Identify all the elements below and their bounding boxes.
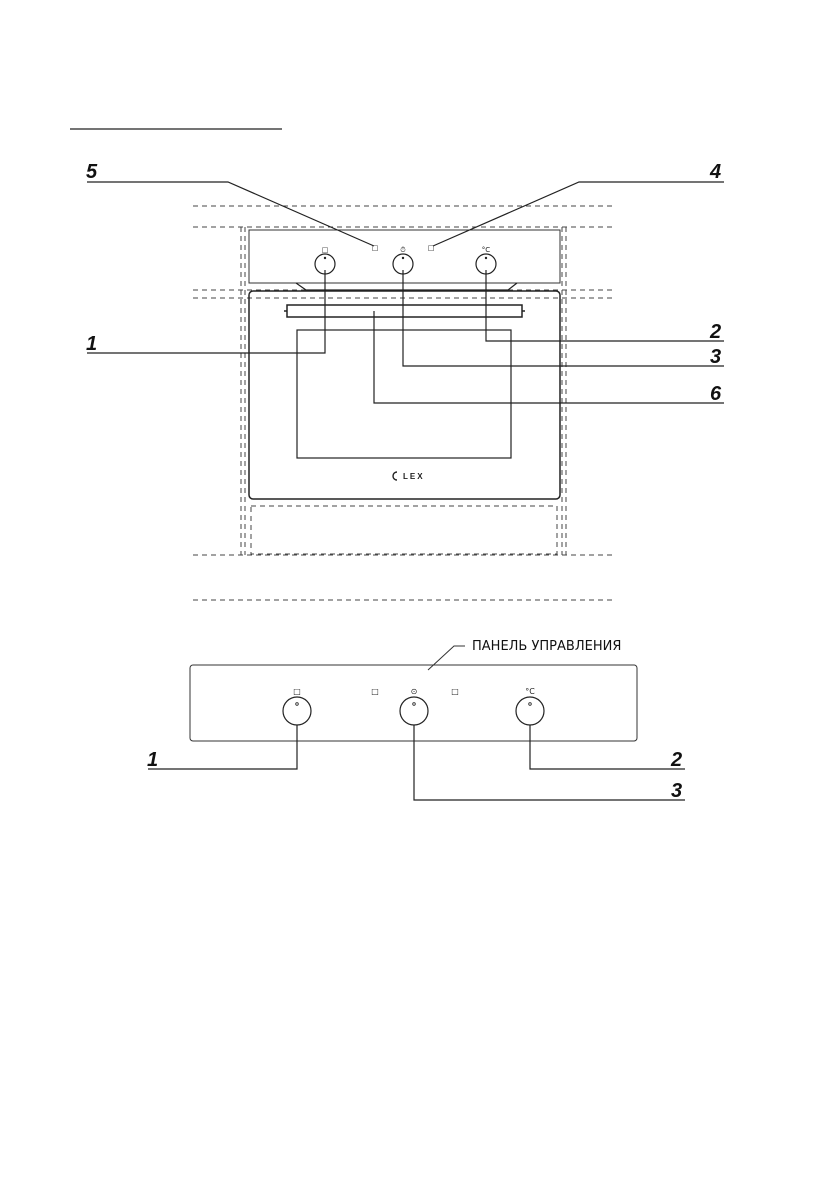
lower-knob-middle: ⊙ bbox=[399, 687, 429, 726]
callout-1: 1 bbox=[86, 333, 97, 355]
callout-5: 5 bbox=[86, 161, 98, 183]
lower-indicator-left: □ bbox=[371, 687, 379, 696]
lower-callout-1: 1 bbox=[147, 749, 158, 771]
upper-indicator-left: □ bbox=[372, 244, 379, 252]
upper-indicator-right: □ bbox=[428, 244, 435, 252]
lower-panel-diagram: ПАНЕЛЬ УПРАВЛЕНИЯ □ ⊙ °C □ □ 1 2 3 bbox=[147, 639, 685, 802]
upper-oven-diagram: □ ⏱ °C □ □ bbox=[86, 161, 724, 601]
callout-2: 2 bbox=[709, 321, 721, 343]
callout-3: 3 bbox=[710, 346, 721, 368]
upper-control-panel: □ ⏱ °C □ □ bbox=[248, 229, 561, 291]
lower-knob-left-symbol: □ bbox=[293, 687, 301, 696]
panel-label: ПАНЕЛЬ УПРАВЛЕНИЯ bbox=[472, 639, 621, 654]
door-window bbox=[296, 329, 512, 459]
brand-logo: LEX bbox=[392, 471, 425, 481]
lower-callout-3: 3 bbox=[671, 780, 682, 802]
upper-knob-left: □ bbox=[314, 246, 336, 275]
callout-4: 4 bbox=[709, 161, 721, 183]
callout-6: 6 bbox=[710, 383, 722, 405]
upper-leader-lines bbox=[87, 181, 724, 404]
upper-knob-middle-symbol: ⏱ bbox=[400, 246, 406, 254]
upper-knob-right-symbol: °C bbox=[482, 246, 491, 254]
lower-indicator-right: □ bbox=[451, 687, 459, 696]
lower-knob-middle-symbol: ⊙ bbox=[411, 687, 418, 696]
lower-knob-right-symbol: °C bbox=[525, 687, 535, 696]
door-handle bbox=[286, 304, 523, 318]
oven-door: LEX bbox=[248, 290, 561, 500]
lower-knob-right: °C bbox=[515, 687, 545, 726]
brand-logo-text: LEX bbox=[403, 472, 425, 481]
upper-knob-left-symbol: □ bbox=[322, 246, 329, 254]
upper-knob-middle: ⏱ bbox=[392, 246, 414, 275]
lower-knob-left: □ bbox=[282, 687, 312, 726]
lower-callout-2: 2 bbox=[670, 749, 682, 771]
upper-knob-right: °C bbox=[475, 246, 497, 275]
